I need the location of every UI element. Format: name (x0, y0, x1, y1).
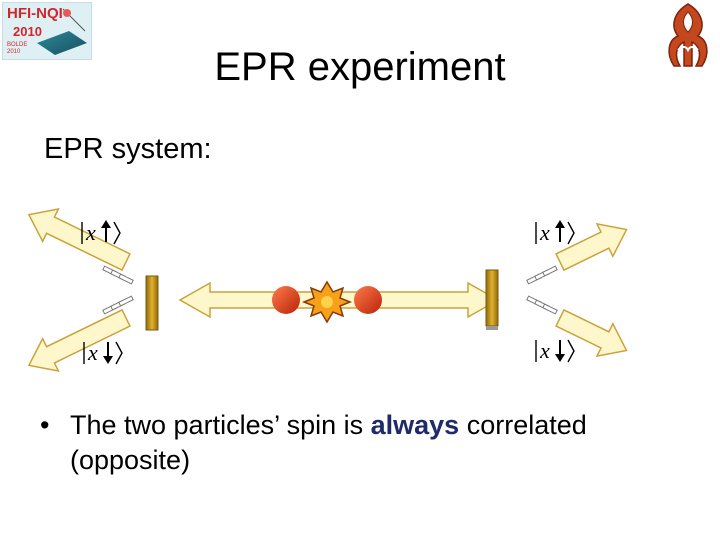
lower-left-arrow (27, 308, 131, 373)
ornamental-emblem-icon (660, 0, 716, 72)
left-detector (145, 275, 159, 331)
right-detector-base (486, 326, 498, 330)
bullet-text-start: The two particles’ spin is (70, 410, 371, 440)
ket-bottom-right-label: x (539, 338, 550, 363)
ket-bottom-right: x (535, 338, 575, 363)
logo-title: HFI-NQI (7, 5, 63, 22)
right-particle (354, 286, 382, 314)
upper-left-arrow (27, 207, 131, 272)
bullet-marker: • (40, 410, 50, 440)
ket-top-right-label: x (539, 220, 550, 245)
lower-right-beam-segments (526, 295, 558, 315)
ket-bottom-left: x (83, 340, 123, 365)
lower-right-arrow (555, 308, 628, 358)
upper-right-beam-segments (526, 265, 558, 285)
ket-top-left-label: x (85, 220, 96, 245)
ket-top-right: x (535, 220, 575, 245)
logo-subtext: BOLDE 2010 (7, 42, 27, 56)
left-particle (272, 286, 300, 314)
logo-year: 2010 (13, 24, 42, 39)
source-burst-icon (301, 280, 353, 324)
upper-left-beam-segments (102, 265, 134, 285)
right-detector (485, 269, 499, 327)
bullet-emphasis: always (370, 410, 460, 440)
conference-logo: HFI-NQI 2010 BOLDE 2010 (2, 2, 92, 60)
bullet-text: The two particles’ spin is always correl… (70, 408, 630, 478)
page-title: EPR experiment (214, 45, 506, 89)
upper-right-arrow (555, 222, 628, 272)
logo-graphic-icon (37, 8, 87, 55)
lower-left-beam-segments (102, 295, 134, 315)
ket-top-left: x (81, 220, 121, 245)
bullet-text-end: correlated (opposite) (70, 410, 587, 475)
logo-subtext-line1: BOLDE (7, 42, 28, 48)
subtitle: EPR system: (44, 133, 212, 165)
logo-subtext-line2: 2010 (7, 49, 21, 55)
ket-bottom-left-label: x (87, 340, 98, 365)
